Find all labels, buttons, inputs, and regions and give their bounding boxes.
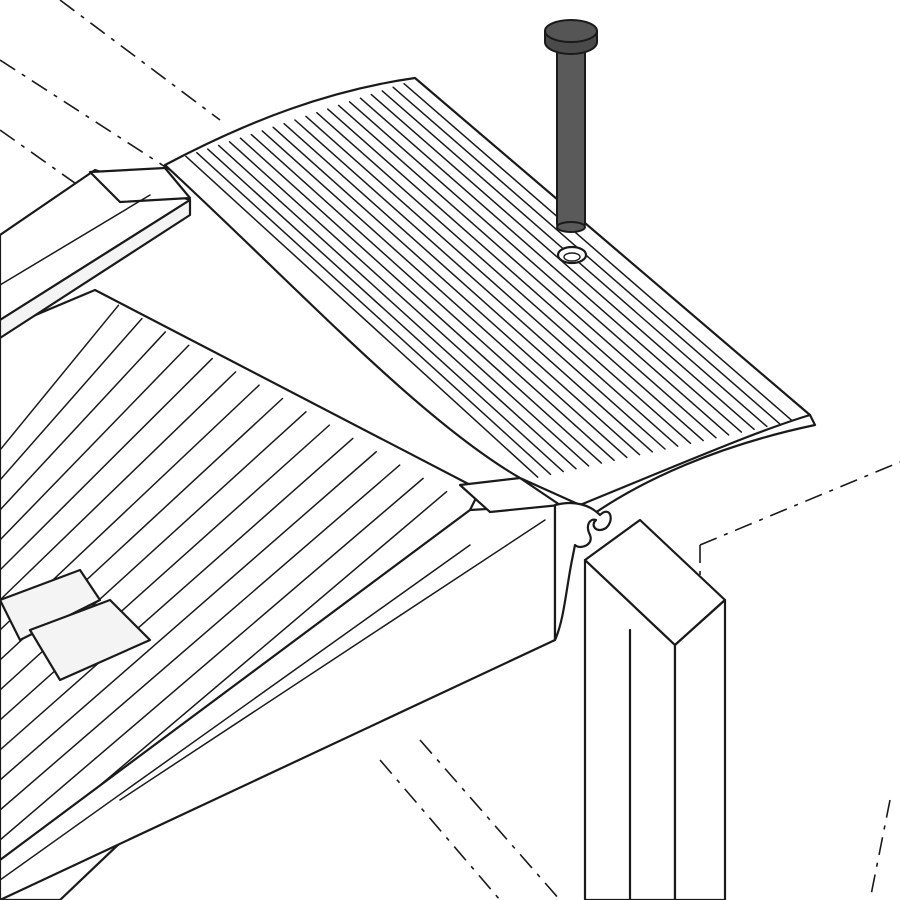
plate-rib-line [217,144,577,470]
plate-rib-line [261,130,628,459]
plate-rib-line [326,108,704,442]
ramp-rib-line [0,477,424,841]
plate-rib-line [250,133,615,462]
plate-rib-line [196,151,552,476]
plate-rib-line [305,115,679,447]
plate-rib-line [294,119,666,450]
ramp-ribs [0,304,448,871]
plate-rib-line [239,137,603,464]
pin-hole [556,245,588,265]
side-rail-left [0,166,192,340]
ramp-rib-line [0,371,237,601]
ramp-rib-line [0,451,377,781]
ramp-rib-line [0,437,354,751]
ramp-rib-line [0,344,190,541]
hook-profile [553,501,612,642]
plate-rib-line [272,126,641,456]
plate-rib-line [185,155,539,478]
ramp-rib-line [0,317,143,481]
plate-rib-line [206,148,564,473]
ramp-rib-line [0,357,213,571]
plate-rib-line [316,111,692,445]
threshold-plate [163,76,817,522]
locking-pin [544,19,598,233]
plate-rib-line [283,122,654,453]
plate-rib-line [348,101,730,436]
plate-rib-line [228,141,590,467]
ramp-rib-line [0,304,120,451]
step-block [583,518,727,900]
plate-rib-line [403,82,794,422]
ramp-rib-line [0,331,167,511]
ramp-rib-line [0,464,401,811]
plate-rib-line [359,97,743,433]
ramp-deck [0,288,482,900]
plate-rib-line [337,104,717,439]
